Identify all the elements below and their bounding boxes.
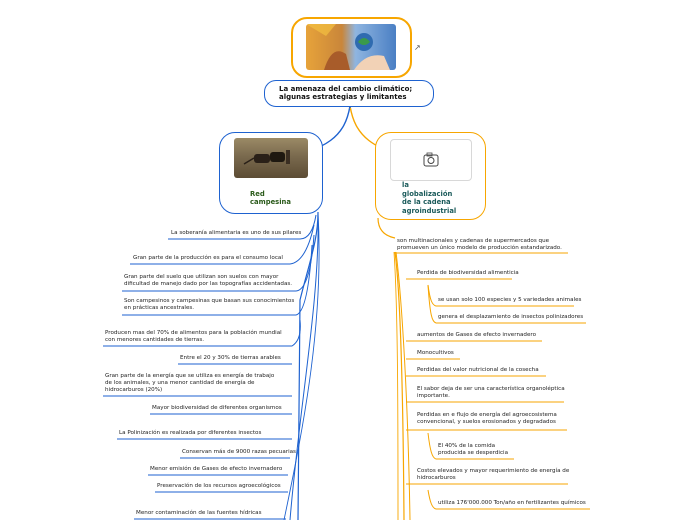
oxen-plowing-image — [234, 138, 308, 178]
right-item-1[interactable]: Perdida de biodiversidad alimenticia — [417, 270, 519, 276]
left-item-1[interactable]: La soberanía alimentaria es uno de sus p… — [171, 230, 302, 236]
left-item-9[interactable]: La Polinización es realizada por diferen… — [119, 430, 262, 436]
left-item-7[interactable]: Gran parte de la energía que se utiliza … — [105, 373, 275, 393]
left-trunk-connector — [297, 211, 319, 520]
left-topic-red-campesina[interactable]: Red campesina — [219, 132, 323, 214]
camera-icon — [423, 152, 439, 167]
right-topic-title: la globalización de la cadena agroindust… — [402, 181, 457, 215]
left-item-4[interactable]: Son campesinos y campesinas que basan su… — [124, 298, 295, 311]
right-item-4[interactable]: aumentos de Gases de efecto invernadero — [417, 332, 537, 338]
central-topic[interactable]: ↗ — [291, 17, 421, 78]
left-item-5[interactable]: Producen mas del 70% de alimentos para l… — [105, 330, 282, 343]
central-title: La amenaza del cambio climático; algunas… — [279, 85, 413, 101]
left-item-10[interactable]: Conservan más de 9000 razas pecuarias — [182, 449, 296, 455]
central-title-box[interactable]: La amenaza del cambio climático; algunas… — [264, 80, 434, 107]
right-item-3[interactable]: genera el desplazamiento de insectos pol… — [438, 314, 584, 320]
climate-hands-image — [306, 24, 396, 70]
left-item-6[interactable]: Entre el 20 y 30% de tierras arables — [180, 355, 281, 361]
left-item-3[interactable]: Gran parte del suelo que utilizan son su… — [124, 274, 293, 287]
right-item-8[interactable]: Perdidas en e flujo de energía del agroe… — [417, 412, 557, 425]
image-placeholder — [390, 139, 472, 181]
right-trunk-connector — [377, 217, 396, 239]
left-item-11[interactable]: Menor emisión de Gases de efecto inverna… — [150, 466, 283, 472]
left-item-2[interactable]: Gran parte de la producción es para el c… — [133, 255, 283, 261]
left-item-12[interactable]: Preservación de los recursos agroecológi… — [157, 483, 281, 489]
right-item-11[interactable]: utiliza 176'000.000 Ton/año en fertiliza… — [438, 500, 586, 506]
right-item-2[interactable]: se usan solo 100 especies y 5 variedades… — [438, 297, 582, 303]
right-item-9[interactable]: El 40% de la comida producida se desperd… — [438, 443, 509, 456]
right-topic-globalizacion[interactable]: la globalización de la cadena agroindust… — [375, 132, 486, 220]
right-item-10[interactable]: Costos elevados y mayor requerimiento de… — [417, 468, 570, 481]
right-item-5[interactable]: Monocultivos — [417, 350, 454, 356]
right-item-7[interactable]: El sabor deja de ser una característica … — [417, 386, 565, 399]
right-item-6[interactable]: Perdidas del valor nutricional de la cos… — [417, 367, 539, 373]
left-item-8[interactable]: Mayor biodiversidad de diferentes organi… — [152, 405, 282, 411]
right-intro[interactable]: son multinacionales y cadenas de superme… — [397, 238, 562, 251]
left-topic-title: Red campesina — [250, 190, 291, 206]
left-item-13[interactable]: Menor contaminación de las fuentes hídri… — [136, 510, 262, 516]
external-link-icon[interactable]: ↗ — [414, 43, 421, 52]
